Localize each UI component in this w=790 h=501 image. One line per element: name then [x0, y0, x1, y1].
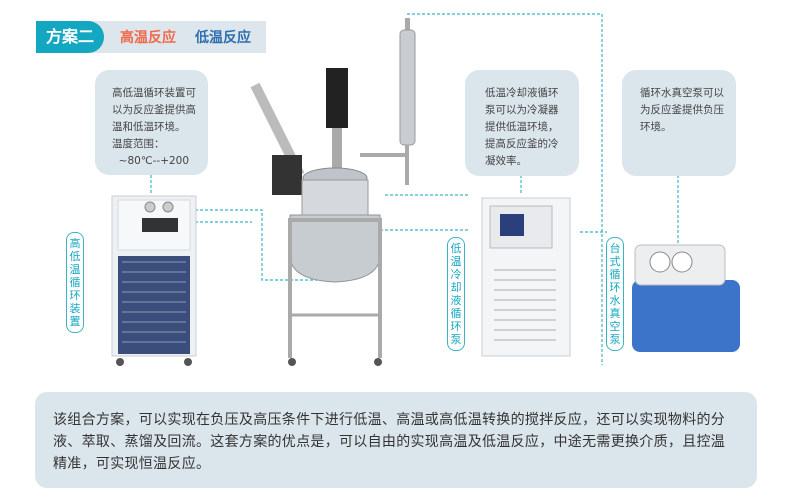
note-line: 为反应釜提供负压 [640, 104, 724, 116]
tag-low-temp: 低温反应 [195, 30, 251, 46]
note-line: 温度范围： [112, 138, 165, 150]
label-vacuum-pump: 台式循环水真空泵 [606, 237, 624, 351]
note-line: 环境。 [640, 121, 672, 133]
note-vacuum-pump: 循环水真空泵可以 为反应釜提供负压 环境。 [622, 70, 736, 176]
note-line: 温和低温环境。 [112, 121, 186, 133]
note-line: 泵可以为冷凝器 [485, 104, 559, 116]
note-line: 提高反应釜的冷 [485, 138, 559, 150]
note-line: 循环水真空泵可以 [640, 87, 724, 99]
high-low-temp-circulator-image [111, 195, 197, 366]
note-line: 以为反应釜提供高 [112, 104, 196, 116]
scheme-badge: 方案二 [36, 21, 104, 53]
note-circulator: 高低温循环装置可 以为反应釜提供高 温和低温环境。 温度范围： ~80℃--+2… [95, 70, 208, 175]
note-line: 提供低温环境， [485, 121, 559, 133]
label-circulator: 高低温循环装置 [66, 232, 84, 333]
note-line: 低温冷却液循环 [485, 87, 559, 99]
note-line: 凝效率。 [485, 155, 527, 167]
reactor-image [250, 18, 416, 366]
cooling-circulator-image [481, 197, 571, 357]
note-cooling-pump: 低温冷却液循环 泵可以为冷凝器 提供低温环境， 提高反应釜的冷 凝效率。 [465, 70, 579, 176]
label-cooling-pump: 低温冷却液循环泵 [447, 237, 465, 351]
note-line: 高低温循环装置可 [112, 87, 196, 99]
tag-high-temp: 高温反应 [120, 30, 176, 46]
note-line: ~80℃--+200 [112, 155, 190, 167]
vacuum-pump-image [632, 244, 740, 352]
description-panel: 该组合方案，可以实现在负压及高压条件下进行低温、高温或高低温转换的搅拌反应，还可… [35, 392, 757, 488]
